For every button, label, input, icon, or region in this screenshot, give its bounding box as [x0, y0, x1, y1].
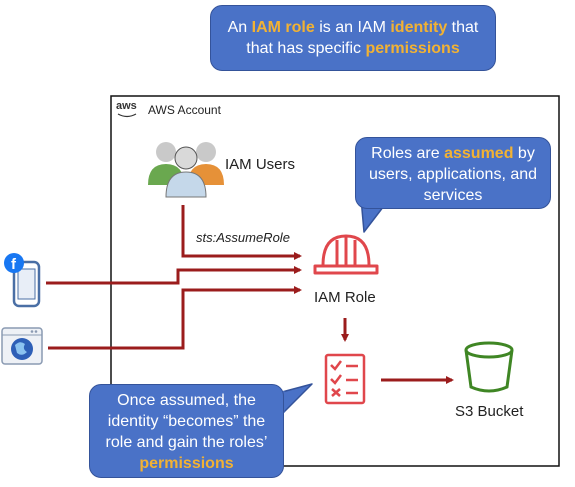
top-callout-text: that has specific — [246, 40, 366, 57]
phone-to-role-arrow — [46, 266, 302, 285]
top-callout-highlight-identity: identity — [390, 19, 448, 36]
roles-callout-line2: users, applications, and — [368, 166, 538, 183]
bucket-icon — [464, 341, 514, 393]
bottom-callout-line2: identity “becomes” the — [107, 413, 266, 430]
aws-logo: aws — [116, 100, 137, 112]
mobile-phone-icon — [12, 260, 41, 308]
browser-to-role-arrow — [48, 286, 302, 350]
top-callout-highlight-permissions: permissions — [365, 40, 460, 57]
aws-account-title: AWS Account — [148, 103, 221, 117]
aws-logo-smile — [117, 113, 137, 118]
top-callout: An IAM role is an IAM identity that that… — [210, 5, 496, 71]
checklist-icon — [324, 353, 366, 405]
aws-account-box — [110, 95, 560, 467]
bottom-callout-highlight-permissions: permissions — [139, 455, 234, 472]
iam-role-label: IAM Role — [314, 289, 376, 306]
assume-role-label: sts:AssumeRole — [196, 230, 290, 245]
roles-callout: Roles are assumed by users, applications… — [355, 137, 551, 209]
top-callout-highlight-iam-role: IAM role — [251, 19, 315, 36]
users-group-icon — [148, 142, 224, 198]
roles-callout-highlight-assumed: assumed — [444, 145, 514, 162]
top-callout-text: An — [227, 19, 252, 36]
flow-arrows — [46, 205, 454, 384]
hard-hat-icon — [313, 234, 379, 275]
users-to-role-arrow — [181, 205, 302, 260]
iam-users-label: IAM Users — [225, 156, 296, 173]
bottom-callout: Once assumed, the identity “becomes” the… — [89, 384, 284, 478]
top-callout-text: is an IAM — [314, 19, 391, 36]
bottom-callout-tail — [281, 383, 313, 415]
facebook-icon: f — [4, 253, 24, 273]
bottom-callout-line1: Once assumed, the — [117, 392, 256, 409]
svg-text:f: f — [11, 256, 17, 273]
globe-browser-icon — [1, 327, 43, 365]
bottom-callout-line3: role and gain the roles’ — [105, 434, 268, 451]
roles-callout-text: Roles are — [371, 145, 445, 162]
roles-callout-text: by — [513, 145, 535, 162]
roles-callout-line3: services — [423, 187, 483, 204]
s3-bucket-label: S3 Bucket — [455, 403, 524, 420]
top-callout-text: that — [447, 19, 479, 36]
